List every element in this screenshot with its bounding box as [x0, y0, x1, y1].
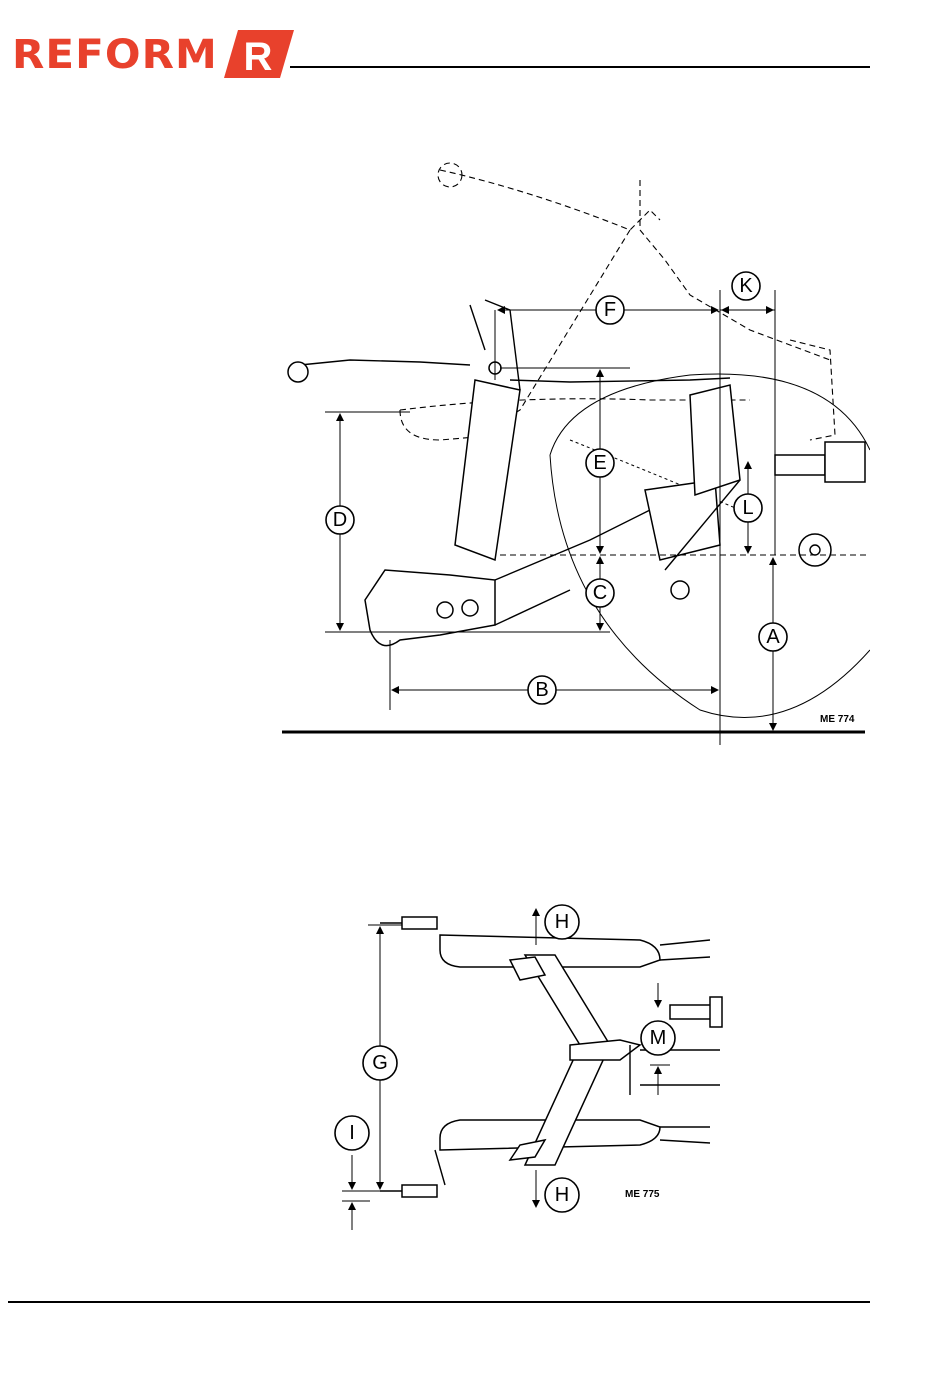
coupling-rails — [640, 1050, 720, 1085]
label-g: G — [363, 1046, 397, 1080]
gearbox-plate — [690, 385, 740, 495]
upper-arm-ext — [660, 940, 710, 960]
lower-arm-ext — [660, 1127, 710, 1143]
label-k: K — [732, 272, 760, 300]
label-h-bottom: H — [545, 1178, 579, 1212]
logo-wordmark: REFORM — [12, 32, 218, 78]
raised-top-link — [440, 170, 660, 230]
label-d: D — [326, 506, 354, 534]
label-i: I — [335, 1116, 369, 1150]
svg-text:A: A — [766, 626, 780, 648]
upper-pin — [402, 917, 437, 929]
lower-pin-link — [435, 1150, 445, 1185]
mast-top — [485, 300, 520, 390]
figure1-caption: ME 774 — [820, 714, 855, 725]
label-e: E — [586, 449, 614, 477]
pto-shaft — [775, 455, 825, 475]
raised-link-eye — [438, 163, 462, 187]
logo-badge-icon: R — [224, 30, 294, 78]
label-a: A — [759, 623, 787, 651]
pivot-wheel — [799, 534, 831, 566]
gearbox-pivot — [671, 581, 689, 599]
label-m: M — [641, 1021, 675, 1055]
svg-text:H: H — [555, 911, 569, 933]
mast-handle — [470, 305, 485, 350]
svg-text:D: D — [333, 509, 347, 531]
label-b: B — [528, 676, 556, 704]
svg-text:G: G — [372, 1052, 388, 1074]
page-header: REFORM R — [0, 0, 950, 90]
footer-rule — [8, 1301, 870, 1303]
top-link-rod — [510, 378, 730, 382]
top-link — [300, 360, 470, 365]
raised-frame — [640, 180, 830, 360]
pto-flange — [710, 997, 722, 1027]
svg-text:L: L — [742, 497, 753, 519]
figure2-caption: ME 775 — [625, 1189, 660, 1200]
hitch-top-view-diagram: G I H H M ME 775 — [330, 895, 730, 1235]
top-view-drawing: G I H H M ME 775 — [330, 895, 730, 1235]
pto-stub — [670, 1005, 715, 1019]
label-l: L — [734, 494, 762, 522]
svg-text:K: K — [739, 275, 753, 297]
label-f: F — [596, 296, 624, 324]
hitch-side-view-diagram: D E C F K B A L ME 774 — [270, 150, 870, 750]
lower-link-bottom — [495, 590, 570, 625]
lower-link — [495, 510, 650, 580]
label-h-top: H — [545, 905, 579, 939]
svg-text:I: I — [349, 1122, 355, 1144]
header-rule — [290, 66, 870, 68]
pto-yoke — [825, 442, 865, 482]
reform-logo: REFORM R — [12, 30, 292, 80]
svg-text:B: B — [535, 679, 548, 701]
label-c: C — [586, 579, 614, 607]
top-link-eye — [288, 362, 308, 382]
svg-text:E: E — [593, 452, 606, 474]
svg-text:M: M — [650, 1027, 667, 1049]
hook-bolt-2 — [462, 600, 478, 616]
lower-pin — [402, 1185, 437, 1197]
raised-plate — [790, 340, 835, 440]
svg-text:C: C — [593, 582, 607, 604]
hook-bolt-1 — [437, 602, 453, 618]
svg-text:F: F — [604, 299, 616, 321]
side-view-drawing: D E C F K B A L ME 774 — [270, 150, 870, 750]
svg-text:H: H — [555, 1184, 569, 1206]
main-mast — [455, 380, 520, 560]
logo-badge-letter: R — [244, 35, 273, 78]
